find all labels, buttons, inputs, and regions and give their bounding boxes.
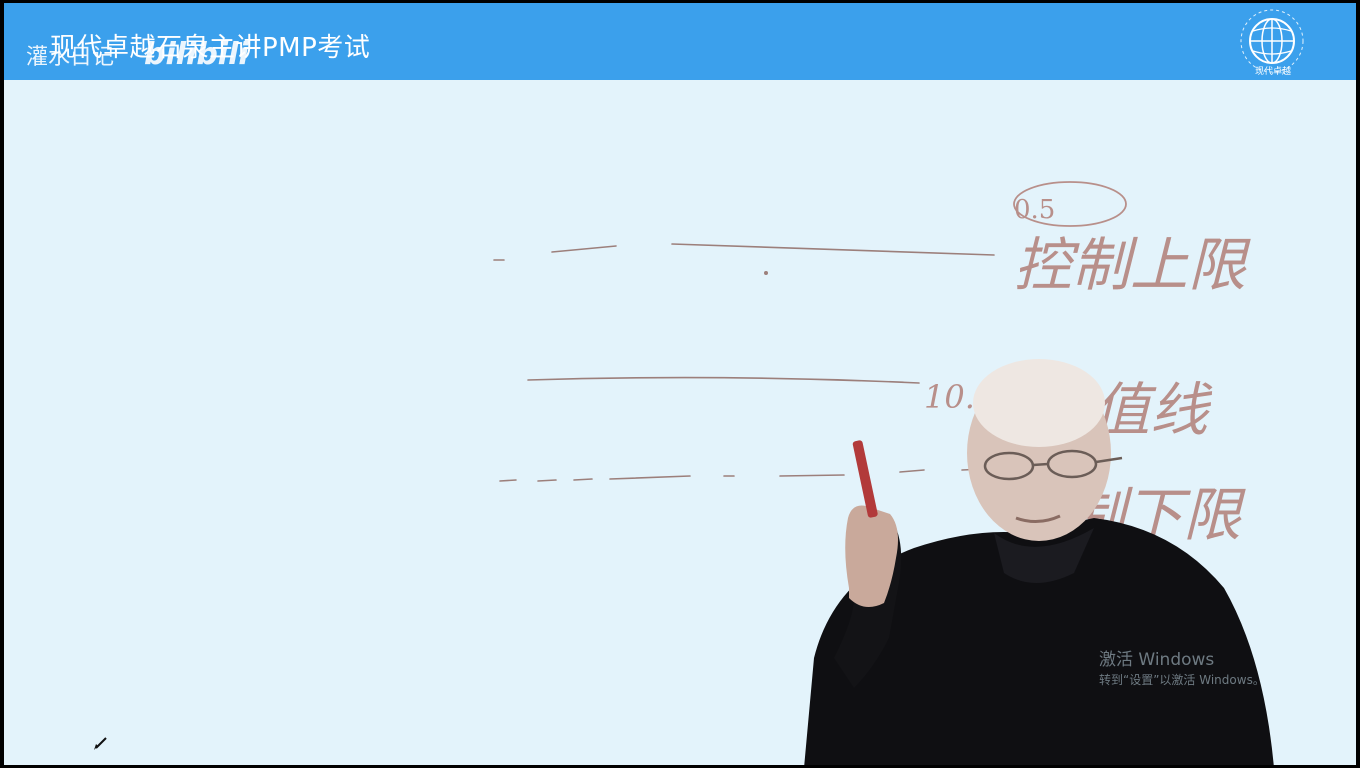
logo-label: 现代卓越 bbox=[1254, 67, 1291, 77]
course-title: 现代卓越石泉主讲PMP考试 bbox=[50, 33, 371, 63]
globe-logo-icon bbox=[1240, 9, 1304, 73]
slide: 现代卓越石泉主讲PMP考试 灌水日记 bilibili 现代卓越 bbox=[4, 3, 1356, 765]
uploader-caption: 灌水日记 bbox=[26, 45, 115, 70]
windows-activation-watermark: 激活 Windows 转到“设置”以激活 Windows。 bbox=[1099, 649, 1265, 689]
annotation-circle: 0.5 bbox=[1013, 181, 1127, 227]
upper-limit-label: 控制上限 bbox=[1014, 231, 1251, 299]
presenter-video bbox=[804, 359, 1274, 765]
activation-subtitle: 转到“设置”以激活 Windows。 bbox=[1099, 673, 1265, 687]
mean-line bbox=[527, 376, 920, 384]
activation-title: 激活 Windows bbox=[1099, 650, 1215, 670]
slide-header: 现代卓越石泉主讲PMP考试 灌水日记 bilibili 现代卓越 bbox=[4, 3, 1356, 80]
annotation-value: 0.5 bbox=[1014, 195, 1055, 225]
bilibili-watermark: bilibili bbox=[144, 37, 249, 72]
upper-limit-line bbox=[493, 243, 995, 276]
lower-limit-line bbox=[499, 468, 985, 482]
pen-cursor-icon bbox=[94, 737, 107, 750]
